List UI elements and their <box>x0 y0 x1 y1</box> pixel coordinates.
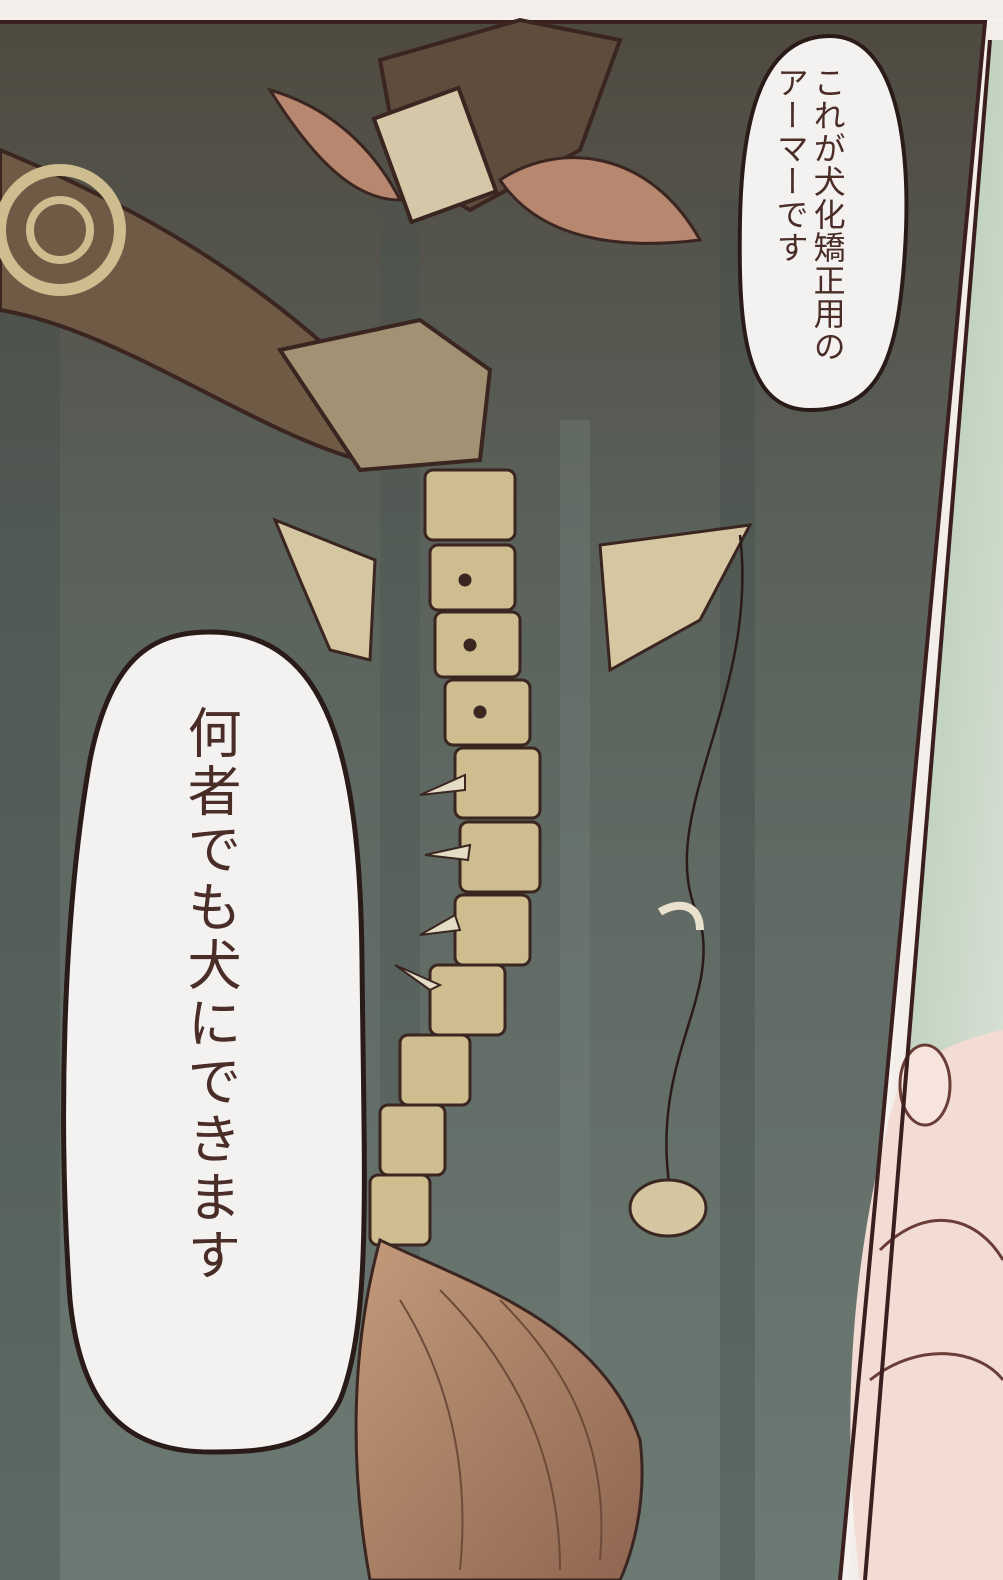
mechanical-arm <box>0 17 623 473</box>
armor-spikes <box>394 773 472 992</box>
hip-plate-right <box>598 523 753 673</box>
bubble-line: これが犬化矯正用の <box>808 66 847 363</box>
speech-bubble-small-text: これが犬化矯正用の アーマーです <box>771 66 847 363</box>
side-panel-border <box>863 39 992 1580</box>
speech-bubble-large-text: 何者でも犬にできます <box>178 705 242 1285</box>
cord-ring <box>628 1178 708 1238</box>
spine-armor <box>368 468 542 1247</box>
tail <box>354 1237 644 1580</box>
speech-bubble-large <box>61 629 367 1455</box>
ear-piece <box>497 156 703 245</box>
bubble-line: 何者でも犬にできます <box>178 705 242 1285</box>
panel-gutter-top <box>0 0 1003 18</box>
tail-fur <box>399 1289 603 1571</box>
cord-clip <box>657 901 704 931</box>
bubble-line: アーマーです <box>771 66 810 264</box>
hip-plate-left <box>272 517 377 662</box>
panel-border <box>0 20 988 1580</box>
speech-bubble-small <box>737 33 909 413</box>
ear-piece <box>266 87 403 202</box>
figure-silhouette <box>850 1030 1003 1580</box>
